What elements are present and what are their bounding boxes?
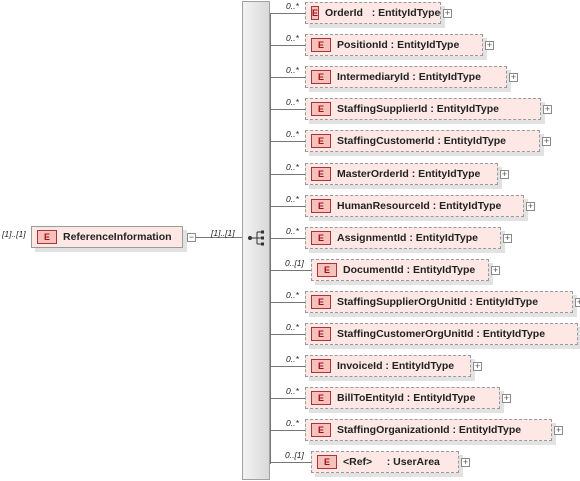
expand-icon[interactable]: + — [491, 265, 500, 275]
child-element-node[interactable]: E StaffingCustomerOrgUnitId : EntityIdTyp… — [305, 323, 578, 345]
expand-icon[interactable]: + — [543, 104, 552, 114]
child-element-node[interactable]: E <Ref> : UserArea — [311, 451, 459, 473]
element-badge-icon: E — [311, 134, 331, 148]
element-badge-icon: E — [311, 167, 331, 181]
child-connector — [270, 13, 305, 14]
element-badge-icon: E — [311, 295, 331, 309]
child-connector — [270, 334, 305, 335]
element-badge-icon: E — [311, 38, 331, 52]
child-element-node[interactable]: E StaffingSupplierOrgUnitId : EntityIdTyp… — [305, 291, 573, 313]
root-element-node[interactable]: E ReferenceInformation — [31, 226, 183, 248]
child-element-node[interactable]: E StaffingCustomerId : EntityIdType — [305, 130, 540, 152]
child-cardinality: 0..* — [286, 290, 299, 300]
child-connector — [270, 174, 305, 175]
child-connector — [270, 206, 305, 207]
expand-icon[interactable]: + — [485, 40, 494, 50]
element-badge-icon: E — [311, 70, 331, 84]
child-cardinality: 0..* — [286, 65, 299, 75]
child-connector — [270, 430, 305, 431]
child-element-label: StaffingCustomerOrgUnitId : EntityIdType — [337, 328, 546, 340]
child-element-label: <Ref> : UserArea — [343, 456, 440, 468]
child-element-label: StaffingSupplierId : EntityIdType — [337, 103, 499, 115]
child-element-node[interactable]: E StaffingSupplierId : EntityIdType — [305, 98, 541, 120]
expand-icon[interactable]: + — [502, 393, 511, 403]
element-badge-icon: E — [311, 6, 320, 20]
element-badge-icon: E — [37, 230, 57, 244]
child-cardinality: 0..* — [286, 194, 299, 204]
child-element-label: StaffingCustomerId : EntityIdType — [337, 135, 506, 147]
expand-icon[interactable]: + — [526, 201, 535, 211]
expand-icon[interactable]: + — [461, 457, 470, 467]
child-element-node[interactable]: E StaffingOrganizationId : EntityIdType — [305, 419, 552, 441]
child-element-label: AssignmentId : EntityIdType — [337, 232, 478, 244]
child-connector — [270, 302, 305, 303]
child-element-label: InvoiceId : EntityIdType — [337, 360, 455, 372]
child-cardinality: 0..* — [286, 1, 299, 11]
child-connector — [270, 141, 305, 142]
element-badge-icon: E — [311, 199, 331, 213]
child-element-label: PositionId : EntityIdType — [337, 39, 460, 51]
expand-icon[interactable]: + — [503, 233, 512, 243]
sequence-compositor — [242, 1, 270, 480]
child-cardinality: 0..* — [286, 226, 299, 236]
element-badge-icon: E — [317, 263, 337, 277]
child-element-node[interactable]: E PositionId : EntityIdType — [305, 34, 483, 56]
expand-icon[interactable]: + — [554, 425, 563, 435]
child-element-node[interactable]: E DocumentId : EntityIdType — [311, 259, 489, 281]
child-element-node[interactable]: E OrderId : EntityIdType — [305, 2, 441, 24]
child-element-node[interactable]: E MasterOrderId : EntityIdType — [305, 163, 498, 185]
child-element-node[interactable]: E InvoiceId : EntityIdType — [305, 355, 471, 377]
child-element-node[interactable]: E IntermediaryId : EntityIdType — [305, 66, 507, 88]
child-connector — [270, 462, 311, 463]
expand-icon[interactable]: + — [500, 169, 509, 179]
child-connector — [270, 398, 305, 399]
expand-icon[interactable]: + — [473, 361, 482, 371]
child-element-label: OrderId : EntityIdType — [325, 7, 441, 19]
expand-icon[interactable]: + — [509, 72, 518, 82]
child-element-label: HumanResourceId : EntityIdType — [337, 200, 502, 212]
child-cardinality: 0..[1] — [285, 450, 304, 460]
element-badge-icon: E — [311, 359, 331, 373]
child-cardinality: 0..* — [286, 418, 299, 428]
child-element-label: BillToEntityId : EntityIdType — [337, 392, 476, 404]
root-element-label: ReferenceInformation — [63, 231, 172, 243]
child-cardinality: 0..* — [286, 354, 299, 364]
child-cardinality: 0..[1] — [285, 258, 304, 268]
root-connector — [196, 237, 242, 238]
child-element-label: MasterOrderId : EntityIdType — [337, 168, 481, 180]
element-badge-icon: E — [311, 327, 331, 341]
child-element-label: StaffingSupplierOrgUnitId : EntityIdType — [337, 296, 539, 308]
element-badge-icon: E — [311, 391, 331, 405]
expand-icon[interactable]: + — [575, 298, 580, 307]
child-element-node[interactable]: E AssignmentId : EntityIdType — [305, 227, 501, 249]
element-badge-icon: E — [317, 455, 337, 469]
sequence-cardinality: [1]..[1] — [211, 228, 235, 238]
child-cardinality: 0..* — [286, 33, 299, 43]
expand-icon[interactable]: + — [443, 8, 452, 18]
child-element-node[interactable]: E BillToEntityId : EntityIdType — [305, 387, 500, 409]
child-element-label: IntermediaryId : EntityIdType — [337, 71, 481, 83]
child-connector — [270, 238, 305, 239]
child-connector — [270, 45, 305, 46]
child-element-label: StaffingOrganizationId : EntityIdType — [337, 424, 522, 436]
child-connector — [270, 366, 305, 367]
element-badge-icon: E — [311, 423, 331, 437]
child-element-label: DocumentId : EntityIdType — [343, 264, 476, 276]
element-badge-icon: E — [311, 102, 331, 116]
child-connector — [270, 77, 305, 78]
collapse-icon[interactable]: − — [187, 232, 196, 242]
root-cardinality: [1]..[1] — [2, 229, 26, 239]
child-cardinality: 0..* — [286, 129, 299, 139]
child-connector — [270, 270, 311, 271]
sequence-compositor-icon[interactable] — [247, 229, 267, 247]
child-cardinality: 0..* — [286, 386, 299, 396]
child-element-node[interactable]: E HumanResourceId : EntityIdType — [305, 195, 524, 217]
child-connector — [270, 109, 305, 110]
child-cardinality: 0..* — [286, 322, 299, 332]
element-badge-icon: E — [311, 231, 331, 245]
expand-icon[interactable]: + — [542, 136, 551, 146]
child-cardinality: 0..* — [286, 162, 299, 172]
child-cardinality: 0..* — [286, 97, 299, 107]
